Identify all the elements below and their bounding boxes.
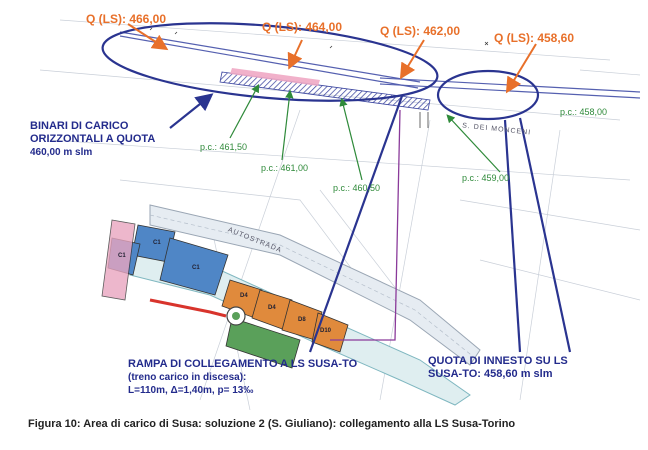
station-marks — [419, 112, 429, 128]
pc-label-458-00: p.c.: 458,00 — [560, 107, 608, 117]
pc-label-460-50: p.c.: 460,50 — [333, 183, 381, 193]
elevation-label-466: Q (LS): 466,00 — [86, 12, 167, 26]
quota-annotation: QUOTA DI INNESTO SU LS SUSA-TO: 458,60 m… — [428, 355, 568, 381]
red-road — [149, 298, 227, 318]
pc-label-461-50: p.c.: 461,50 — [200, 142, 248, 152]
binari-line-2: ORIZZONTALI A QUOTA — [30, 133, 156, 145]
zone-green-block — [225, 317, 301, 369]
site-map — [39, 19, 641, 410]
highway-band — [149, 204, 481, 366]
rampa-line-2: (treno carico in discesa): — [128, 372, 247, 383]
rampa-line-3: L=110m, Δ=1,40m, p= 13‰ — [128, 385, 254, 396]
zoning-blocks — [101, 219, 349, 369]
rampa-line-1: RAMPA DI COLLEGAMENTO A LS SUSA-TO — [128, 358, 358, 370]
zone-label-d4b: D4 — [268, 305, 276, 311]
zone-label-c1c: C1 — [192, 265, 200, 271]
pc-label-461-00: p.c.: 461,00 — [261, 163, 309, 173]
loading-platform — [219, 71, 431, 111]
zone-label-d8: D8 — [298, 317, 306, 323]
roundabout — [226, 306, 246, 326]
binari-line-3: 460,00 m slm — [30, 147, 93, 158]
junction-ellipse — [436, 69, 540, 121]
zone-label-c1a: C1 — [153, 240, 161, 246]
binari-annotation: BINARI DI CARICO ORIZZONTALI A QUOTA 460… — [30, 120, 155, 159]
cross-marks — [149, 27, 489, 49]
elevation-label-458: Q (LS): 458,60 — [494, 31, 575, 45]
pc-label-459-00: p.c.: 459,00 — [462, 173, 510, 183]
quota-line-1: QUOTA DI INNESTO SU LS — [428, 355, 568, 367]
zone-label-c1b: C1 — [118, 253, 126, 259]
orange-arrows — [127, 23, 537, 94]
loading-platform-pink — [230, 68, 320, 86]
elevation-label-464: Q (LS): 464,00 — [262, 20, 343, 34]
green-arrows — [229, 83, 501, 181]
blue-pointers — [169, 93, 572, 353]
zone-c1-block-3 — [159, 237, 229, 296]
binari-line-1: BINARI DI CARICO — [30, 120, 129, 132]
purple-boundary — [330, 109, 401, 341]
rampa-annotation: RAMPA DI COLLEGAMENTO A LS SUSA-TO (tren… — [128, 358, 357, 397]
quota-line-2: SUSA-TO: 458,60 m slm — [428, 368, 553, 380]
zone-label-d10: D10 — [320, 328, 332, 334]
zone-label-d4: D4 — [240, 293, 248, 299]
elevation-label-462: Q (LS): 462,00 — [380, 24, 461, 38]
zone-pink-strip — [101, 219, 136, 301]
figure-caption: Figura 10: Area di carico di Susa: soluz… — [28, 418, 516, 430]
main-ellipse — [101, 22, 439, 102]
